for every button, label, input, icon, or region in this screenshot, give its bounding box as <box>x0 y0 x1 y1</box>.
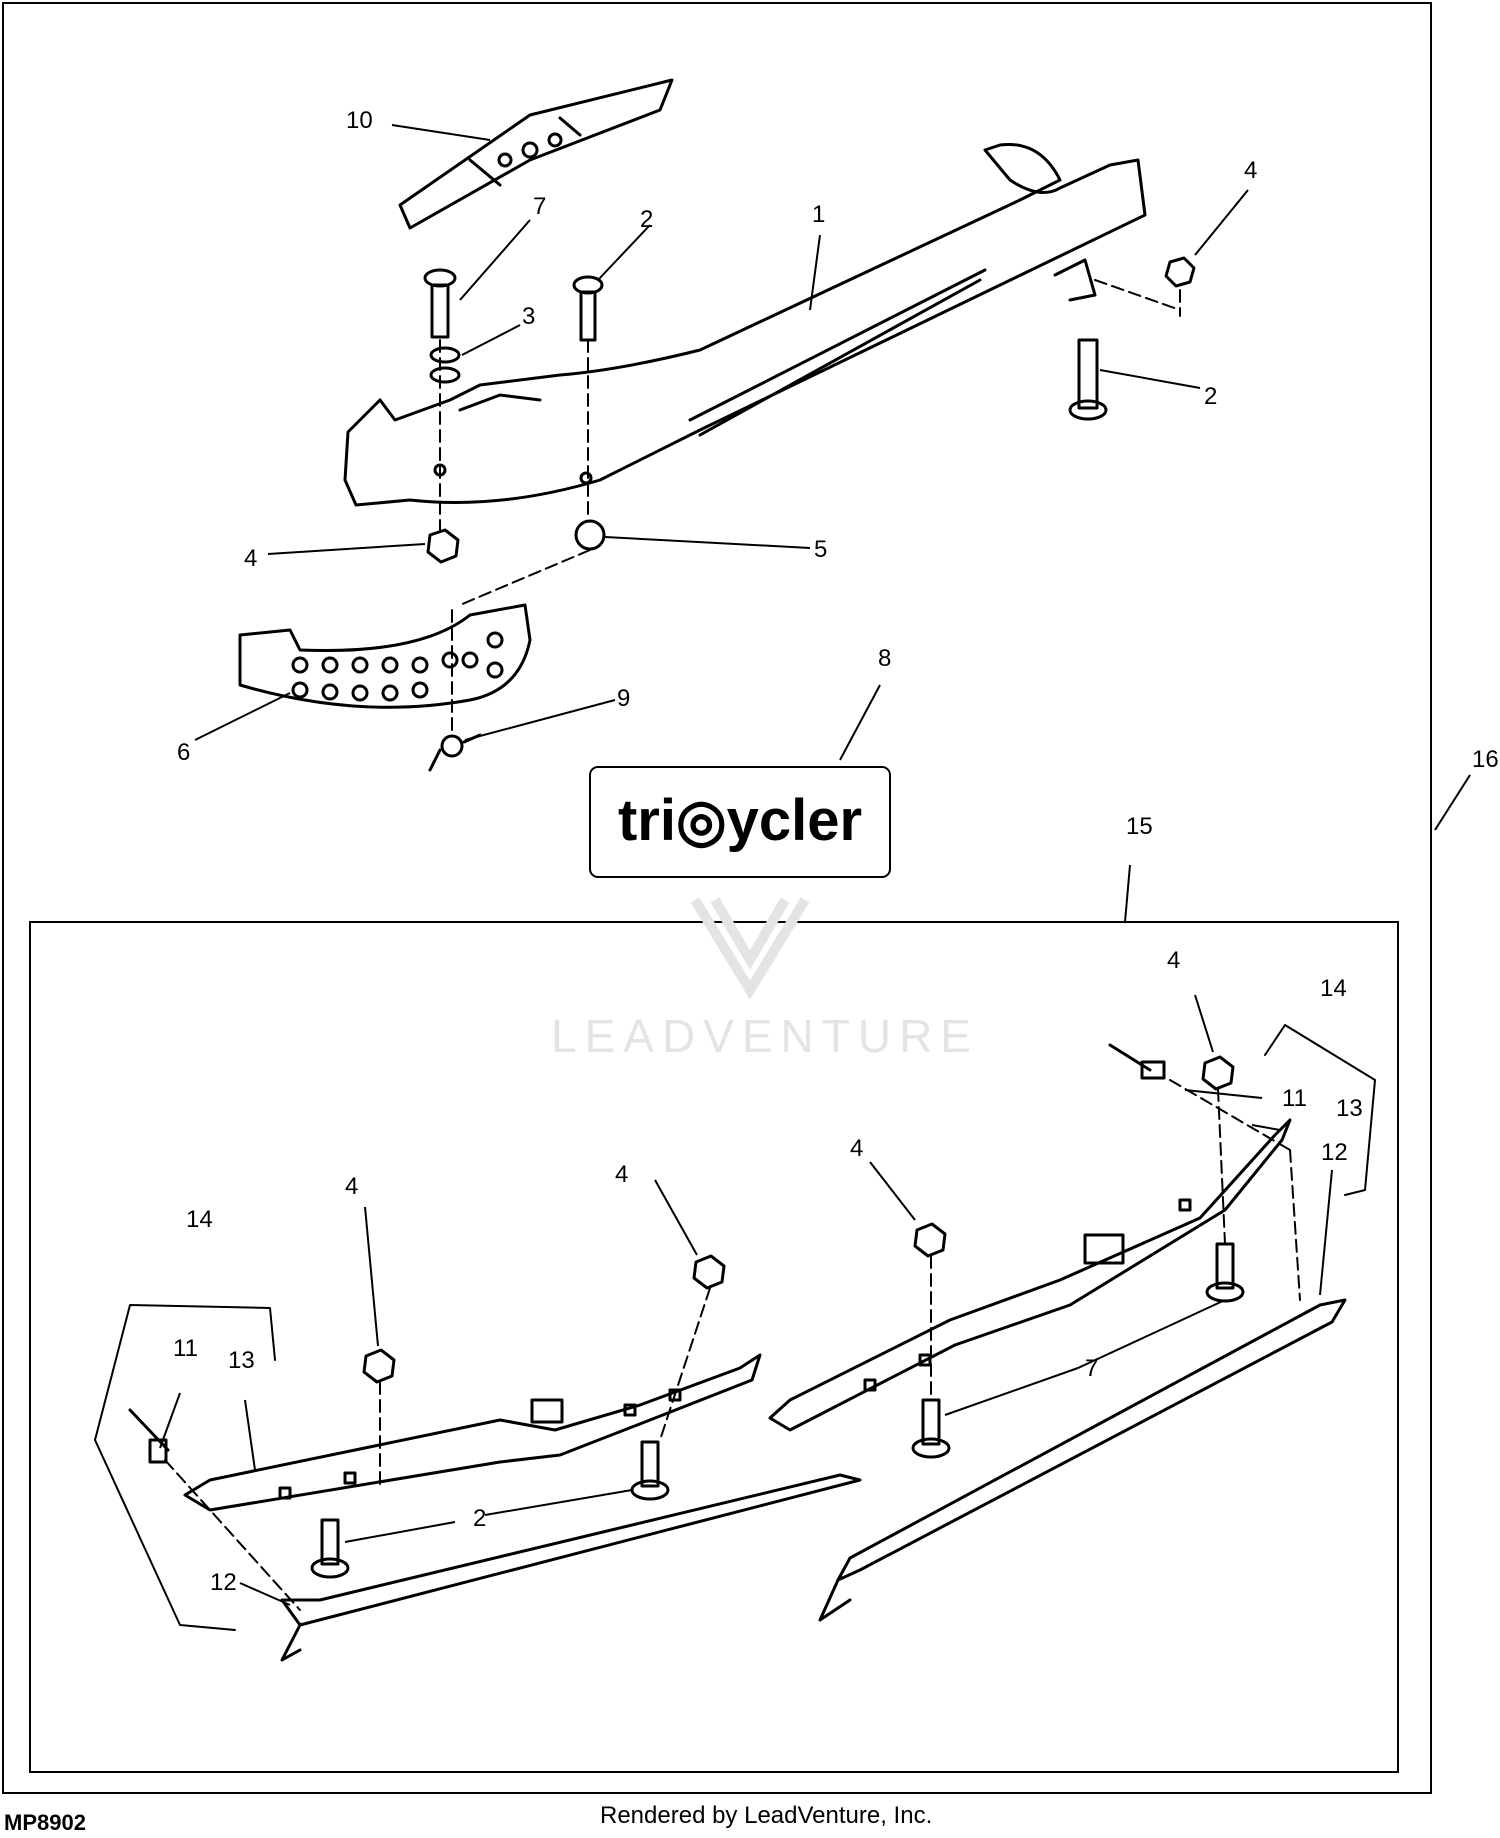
adjustment-plate <box>238 603 532 709</box>
callout-13-right: 13 <box>1336 1095 1363 1122</box>
callout-15: 15 <box>1126 813 1153 840</box>
bolt-7-kit-a <box>911 1398 951 1459</box>
carriage-bolt-7-top <box>423 268 457 339</box>
bolt-2-kit-a <box>310 1518 350 1579</box>
callout-4-kit-mid: 4 <box>850 1135 863 1162</box>
mulching-baffle <box>343 142 1147 507</box>
callout-9: 9 <box>617 685 630 712</box>
rivet-11-left <box>128 1408 170 1464</box>
callout-4-left: 4 <box>244 545 257 572</box>
callout-2-kit: 2 <box>473 1505 486 1532</box>
tricycler-decal <box>589 766 891 878</box>
callout-6: 6 <box>177 739 190 766</box>
bolt-2-kit-b <box>630 1440 670 1501</box>
callout-2-right: 2 <box>1204 383 1217 410</box>
callout-16: 16 <box>1472 746 1499 773</box>
bolt-7-kit-b <box>1205 1242 1245 1303</box>
callout-10: 10 <box>346 107 373 134</box>
hex-nut-4-left <box>426 528 460 564</box>
bracket-14-right <box>1264 1024 1376 1196</box>
callout-1: 1 <box>812 201 825 228</box>
watermark-text: LEADVENTURE <box>551 1010 979 1062</box>
callout-5: 5 <box>814 536 827 563</box>
callout-14-left: 14 <box>186 1206 213 1233</box>
lock-nut-5 <box>574 519 606 551</box>
hex-nut-4-kit-c <box>913 1222 947 1258</box>
watermark-logo <box>690 897 810 1000</box>
callout-11-left: 11 <box>173 1335 198 1362</box>
mulching-blade <box>398 78 674 230</box>
render-credit: Rendered by LeadVenture, Inc. <box>600 1802 933 1829</box>
leader-lines <box>159 124 1471 1606</box>
callout-13-left: 13 <box>228 1347 255 1374</box>
callout-3: 3 <box>522 303 535 330</box>
left-wear-strip <box>280 1473 862 1662</box>
callout-8: 8 <box>878 645 891 672</box>
callout-4-kit-a: 4 <box>345 1173 358 1200</box>
left-mounting-bracket <box>183 1353 762 1512</box>
right-mounting-bracket <box>768 1118 1292 1432</box>
bracket-14-left <box>94 1304 276 1631</box>
hex-nut-4-kit-a <box>362 1348 396 1384</box>
carriage-bolt-2-right <box>1068 338 1108 421</box>
rivet-11-right <box>1108 1043 1166 1080</box>
callout-14-right: 14 <box>1320 975 1347 1002</box>
washers-3 <box>429 346 461 384</box>
callout-4-kit-top: 4 <box>1167 947 1180 974</box>
callout-4-top-right: 4 <box>1244 157 1257 184</box>
hex-nut-4-kit-b <box>692 1254 726 1290</box>
callout-12-right: 12 <box>1321 1139 1348 1166</box>
outer-frame <box>2 2 1432 1794</box>
hex-nut-4-right <box>1164 256 1196 288</box>
right-wear-strip <box>818 1298 1347 1622</box>
decal-text: tri◎ycler <box>618 788 862 853</box>
callout-11-right: 11 <box>1282 1085 1307 1112</box>
decal-swirl: ◎ <box>676 788 727 853</box>
callout-7-kit: 7 <box>1085 1355 1098 1382</box>
callout-12-left: 12 <box>210 1569 237 1596</box>
callout-7-top: 7 <box>533 193 546 220</box>
carriage-bolt-2-top <box>572 275 604 342</box>
callout-2-top: 2 <box>640 206 653 233</box>
callout-4-kit-b: 4 <box>615 1161 628 1188</box>
diagram-code: MP8902 <box>4 1810 86 1835</box>
wing-nut-9 <box>428 733 482 772</box>
hex-nut-4-kit-d <box>1201 1055 1235 1091</box>
